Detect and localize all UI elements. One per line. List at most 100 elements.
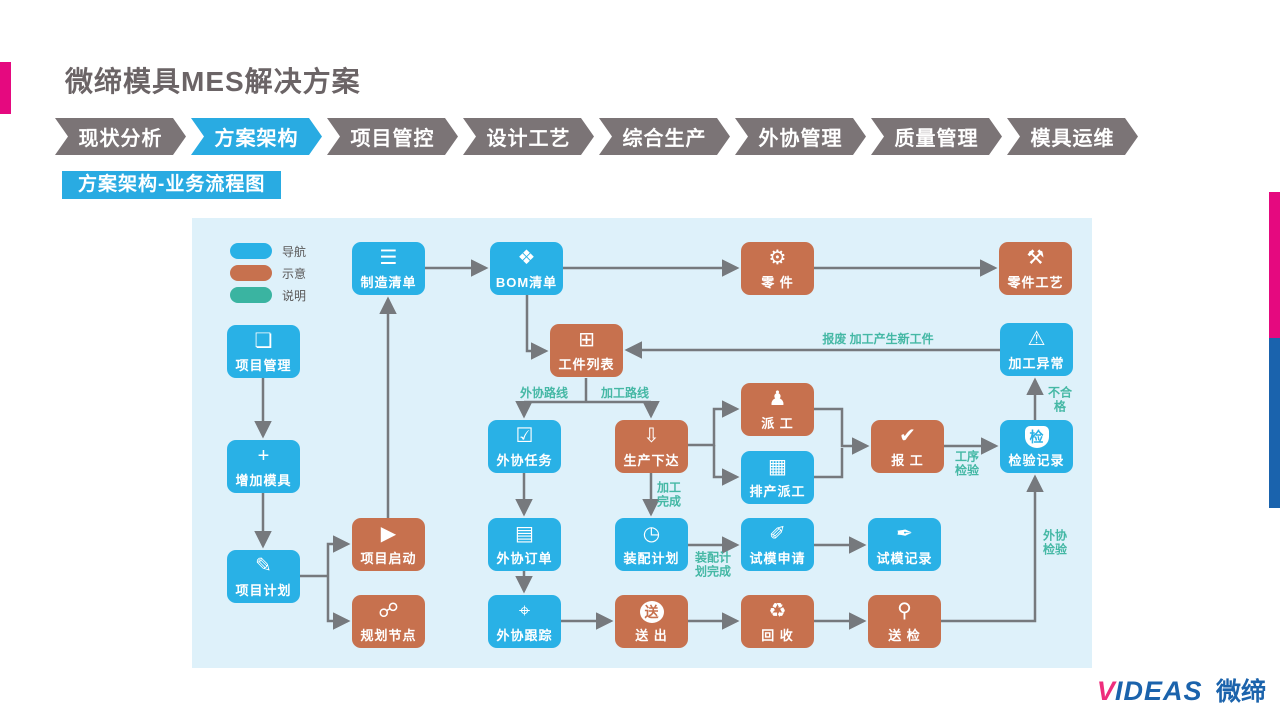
flow-node-label-trial-mold-record: 试模记录	[876, 551, 933, 566]
legend-item-indication: 示意	[230, 262, 306, 284]
send-circle-badge-icon: 送	[639, 601, 664, 623]
nav-tab-design-process: 设计工艺	[463, 118, 594, 155]
pencil-circle-icon: ✐	[769, 523, 786, 545]
flow-node-outsource-tracking: ⌖外协跟踪	[488, 595, 561, 648]
document-pen-icon: ✒	[896, 523, 913, 545]
flow-edge-23	[326, 576, 351, 630]
nav-tab-quality-mgmt: 质量管理	[871, 118, 1002, 155]
brand-logo: VIDEAS 微缔	[1097, 672, 1266, 708]
section-badge: 方案架构-业务流程图	[62, 171, 282, 199]
flow-node-part: ⚙零 件	[741, 242, 814, 295]
flow-node-workpiece-list: ⊞ 工件列表	[550, 324, 623, 377]
legend-label-navigation: 导航	[282, 244, 307, 259]
flow-node-bom-list: ❖BOM清单	[490, 242, 563, 295]
clipboard-check-icon: ☑	[515, 425, 534, 447]
pencil-document-icon: ✎	[255, 555, 272, 577]
flow-node-label-part-process: 零件工艺	[1007, 275, 1064, 290]
flow-node-label-process-exception: 加工异常	[1008, 356, 1065, 371]
legend-label-indication: 示意	[282, 266, 307, 281]
drive-triangle-icon: ♻	[768, 600, 787, 622]
flow-node-label-outsource-task: 外协任务	[496, 453, 553, 468]
flow-edge-29	[941, 474, 1044, 623]
flow-node-label-plan-nodes: 规划节点	[360, 628, 417, 643]
nav-tab-solution-architecture: 方案架构	[191, 118, 322, 155]
flow-node-dispatch-work: ♟ 派 工	[741, 383, 814, 436]
document-check-icon: ✔	[899, 425, 916, 447]
flow-node-label-part: 零 件	[761, 275, 794, 290]
nav-tab-mold-operations: 模具运维	[1007, 118, 1138, 155]
right-accent-bar-blue	[1269, 338, 1280, 508]
right-accent-bar-magenta	[1269, 192, 1280, 338]
location-pin-icon: ⌖	[518, 600, 531, 622]
flow-node-label-send-out: 送 出	[635, 628, 668, 643]
logo-brand-text: IDEAS	[1114, 676, 1203, 706]
flow-node-inspection-record: 检检验记录	[1000, 420, 1073, 473]
flow-node-label-assembly-plan: 装配计划	[623, 551, 680, 566]
flow-edge-22	[326, 535, 351, 576]
solution-nav: 现状分析方案架构项目管控设计工艺综合生产外协管理质量管理模具运维	[55, 118, 1138, 155]
clipboard-magnifier-icon: ⚲	[897, 600, 912, 622]
flow-node-trial-mold-record: ✒ 试模记录	[868, 518, 941, 571]
legend: 导航示意说明	[230, 240, 306, 306]
nav-tab-outsourcing-mgmt: 外协管理	[735, 118, 866, 155]
grid-icon: ⊞	[578, 329, 595, 351]
legend-label-explanation: 说明	[282, 288, 307, 303]
bullet-list-icon: ☰	[379, 247, 398, 269]
flow-node-outsource-order: ▤ 外协订单	[488, 518, 561, 571]
network-nodes-icon: ☍	[378, 600, 399, 622]
flow-edge-3	[525, 295, 549, 360]
legend-swatch-explanation	[230, 287, 272, 303]
flow-node-project-plan: ✎项目计划	[227, 550, 300, 603]
flow-node-schedule-dispatch: ▦ 排产派工	[741, 451, 814, 504]
flow-node-process-exception: ⚠加工异常	[1000, 323, 1073, 376]
flow-node-send-out: 送送 出	[615, 595, 688, 648]
flow-node-project-start: ▶项目启动	[352, 518, 425, 571]
flow-edge-13	[814, 448, 844, 479]
edge-label-1: 外协路线	[519, 385, 569, 400]
flow-node-label-bom-list: BOM清单	[495, 275, 558, 290]
flow-edge-10	[688, 400, 740, 447]
flow-node-outsource-task: ☑ 外协任务	[488, 420, 561, 473]
layers-icon: ❏	[254, 330, 273, 352]
flow-node-label-inspection-record: 检验记录	[1008, 453, 1065, 468]
edge-label-0: 报废 加工产生新工件	[822, 331, 934, 346]
flow-node-label-production-release: 生产下达	[623, 453, 680, 468]
flow-node-label-trial-mold-request: 试模申请	[749, 551, 806, 566]
shield-check-badge-icon: 检	[1024, 426, 1049, 448]
flow-node-label-work-report: 报 工	[891, 453, 924, 468]
flow-node-label-outsource-order: 外协订单	[496, 551, 553, 566]
flow-node-trial-mold-request: ✐ 试模申请	[741, 518, 814, 571]
legend-item-navigation: 导航	[230, 240, 306, 262]
logo-letter-v: V	[1096, 676, 1115, 706]
notepad-icon: ▤	[515, 523, 534, 545]
hexagon-swirl-icon: ⚒	[1026, 247, 1045, 269]
page-title: 微缔模具MES解决方案	[65, 66, 361, 97]
flow-node-work-report: ✔ 报 工	[871, 420, 944, 473]
calendar-icon: ▦	[768, 456, 787, 478]
flow-node-label-schedule-dispatch: 排产派工	[749, 484, 806, 499]
legend-item-explanation: 说明	[230, 284, 306, 306]
nav-tab-status-analysis: 现状分析	[55, 118, 186, 155]
logo-brand-chinese: 微缔	[1215, 678, 1266, 706]
flow-node-plan-nodes: ☍ 规划节点	[352, 595, 425, 648]
nav-tab-project-control: 项目管控	[327, 118, 458, 155]
flow-node-production-release: ⇩ 生产下达	[615, 420, 688, 473]
flow-node-label-workpiece-list: 工件列表	[558, 357, 615, 372]
left-accent-bar	[0, 62, 11, 114]
clipboard-download-icon: ⇩	[643, 425, 660, 447]
edge-label-3: 加工 完成	[656, 480, 682, 509]
flow-edge-11	[712, 445, 740, 486]
flow-node-part-process: ⚒ 零件工艺	[999, 242, 1072, 295]
flow-node-label-dispatch-work: 派 工	[761, 416, 794, 431]
person-check-icon: ♟	[768, 388, 787, 410]
flow-node-send-inspect: ⚲送 检	[868, 595, 941, 648]
nav-tab-integrated-production: 综合生产	[599, 118, 730, 155]
plus-icon: +	[257, 445, 270, 467]
edge-label-2: 加工路线	[600, 385, 650, 400]
flow-node-label-add-mold: 增加模具	[235, 473, 292, 488]
flow-node-project-mgmt: ❏项目管理	[227, 325, 300, 378]
flow-node-assembly-plan: ◷装配计划	[615, 518, 688, 571]
legend-swatch-indication	[230, 265, 272, 281]
flow-node-label-recycle: 回 收	[761, 628, 794, 643]
edge-label-6: 不合格	[1047, 385, 1072, 414]
